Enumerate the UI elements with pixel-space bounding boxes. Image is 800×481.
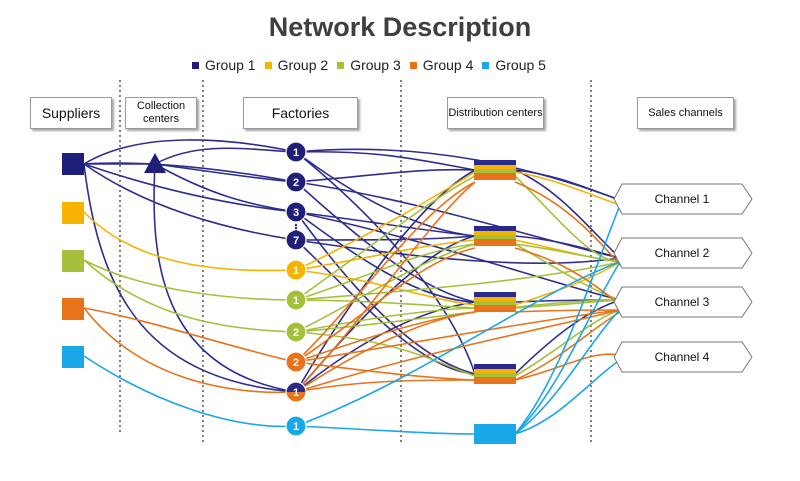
distribution-center (474, 364, 516, 384)
header-distribution-centers: Distribution centers (447, 97, 544, 129)
legend-label: Group 1 (205, 57, 256, 73)
legend-swatch-group-1 (192, 61, 199, 69)
diagram-title: Network Description (268, 12, 532, 42)
factory-ellipsis (294, 223, 298, 233)
channel-4-shape (613, 341, 753, 373)
channel-label: Channel 3 (655, 295, 710, 309)
factory-label: 2 (293, 327, 299, 339)
header-suppliers: Suppliers (30, 97, 112, 129)
legend-label: Group 3 (350, 57, 401, 73)
factory-label: 1 (293, 421, 299, 433)
collection-center-triangle (144, 153, 166, 173)
legend-item-group-3: Group 3 (337, 57, 401, 73)
factory-nodes (285, 141, 307, 437)
legend-swatch-group-3 (337, 61, 345, 69)
factory-label: 2 (293, 177, 299, 189)
factory-label: 1 (293, 147, 299, 159)
distribution-center (474, 160, 516, 180)
legend-item-group-5: Group 5 (482, 57, 546, 73)
channel-label: Channel 1 (655, 192, 710, 206)
distribution-center-nodes (474, 160, 516, 444)
legend: Group 1 Group 2 Group 3 Group 4 Group 5 (192, 56, 546, 74)
channel-3-shape (613, 286, 753, 318)
factory-label: 3 (293, 207, 299, 219)
channel-1-shape (613, 183, 753, 215)
distribution-center (474, 226, 516, 246)
sales-channel-nodes (613, 183, 753, 373)
legend-item-group-2: Group 2 (264, 57, 329, 73)
legend-swatch-group-5 (482, 61, 490, 69)
group-3-lines (83, 175, 621, 377)
group-4-lines (83, 181, 621, 394)
sales-channel-labels: Channel 1 Channel 2 Channel 3 Channel 4 (655, 192, 710, 364)
header-collection-centers: Collection centers (125, 97, 197, 129)
channel-label: Channel 4 (655, 350, 710, 364)
group-5-lines (83, 204, 621, 435)
legend-label: Group 5 (495, 57, 546, 73)
legend-label: Group 2 (277, 57, 329, 73)
factory-node (285, 351, 307, 373)
connection-lines (83, 139, 621, 435)
supplier-group-1 (62, 153, 84, 175)
supplier-group-3 (62, 250, 84, 272)
distribution-center (474, 292, 516, 312)
legend-label: Group 4 (422, 57, 474, 73)
header-factories: Factories (243, 97, 358, 129)
legend-swatch-group-4 (409, 61, 417, 69)
factory-labels: 1 2 3 7 1 1 2 2 1 1 (293, 147, 299, 433)
legend-swatch-group-2 (264, 61, 272, 69)
supplier-group-5 (62, 346, 84, 368)
factory-node (285, 289, 307, 311)
factory-node (285, 259, 307, 281)
distribution-center-group-5 (474, 424, 516, 444)
legend-item-group-1: Group 1 (192, 57, 256, 73)
factory-node (285, 141, 307, 163)
supplier-group-2 (62, 202, 84, 224)
channel-label: Channel 2 (655, 246, 710, 260)
supplier-group-4 (62, 298, 84, 320)
factory-node (285, 381, 307, 403)
factory-node (285, 171, 307, 193)
factory-node (285, 201, 307, 223)
factory-label: 7 (293, 235, 299, 247)
supplier-nodes (62, 153, 84, 368)
factory-label: 1 (293, 295, 299, 307)
header-sales-channels: Sales channels (637, 97, 734, 129)
channel-2-shape (613, 237, 753, 269)
legend-item-group-4: Group 4 (409, 57, 474, 73)
factory-node (285, 415, 307, 437)
factory-label: 1 (293, 387, 299, 399)
factory-label: 1 (293, 265, 299, 277)
factory-node (285, 321, 307, 343)
factory-label: 2 (293, 357, 299, 369)
